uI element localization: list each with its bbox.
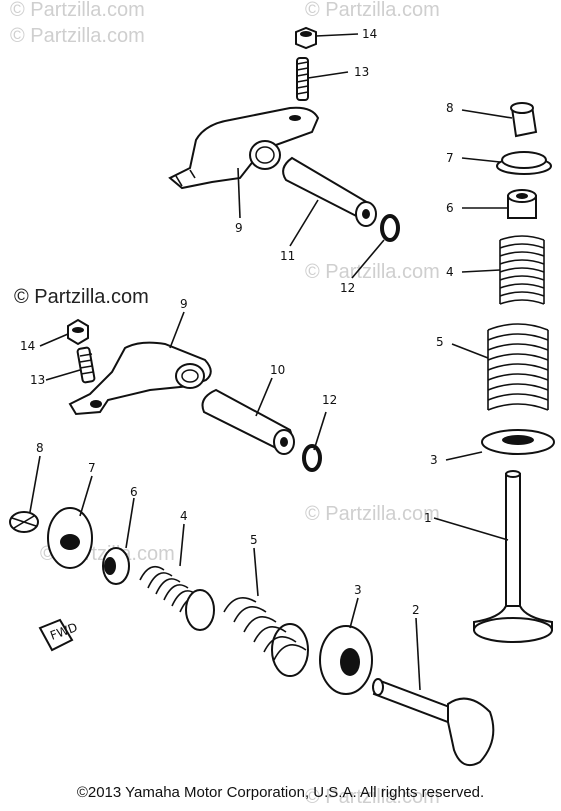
watermark: © Partzilla.com (305, 786, 440, 808)
inner-spring-4-bottom (139, 565, 215, 631)
callout-11: 11 (280, 249, 295, 263)
nut-14-upper (295, 26, 317, 50)
valve-2 (372, 678, 495, 766)
callout-12: 12 (322, 393, 337, 407)
screw-13-lower (76, 346, 96, 384)
valve-cotter-8-bottom (9, 511, 39, 533)
spring-retainer-7-right (496, 151, 552, 175)
rocker-arm-9-upper (168, 106, 320, 190)
watermark: © Partzilla.com (305, 261, 440, 283)
callout-10: 10 (270, 363, 285, 377)
rocker-shaft-11 (282, 156, 377, 227)
callout-1: 1 (424, 511, 432, 525)
callout-12: 12 (340, 281, 355, 295)
screw-13-upper (296, 57, 309, 101)
callout-13: 13 (30, 373, 45, 387)
callout-9: 9 (235, 221, 243, 235)
fwd-arrow-icon: FWD (38, 618, 79, 652)
spring-retainer-7-bottom (47, 507, 93, 569)
copyright-footer: ©2013 Yamaha Motor Corporation, U.S.A. A… (76, 784, 485, 801)
rocker-arm-9-lower (68, 341, 212, 416)
callout-6: 6 (130, 485, 138, 499)
callout-14: 14 (20, 339, 35, 353)
valve-cotter-8-right (510, 102, 538, 138)
valve-1 (473, 470, 553, 643)
callout-13: 13 (354, 65, 369, 79)
callout-8: 8 (36, 441, 44, 455)
spring-seat-6-bottom (102, 547, 130, 585)
callout-7: 7 (446, 151, 454, 165)
callout-8: 8 (446, 101, 454, 115)
o-ring-12-upper (380, 214, 400, 242)
callout-7: 7 (88, 461, 96, 475)
callout-3: 3 (354, 583, 362, 597)
rocker-shaft-10 (201, 388, 295, 455)
callout-4: 4 (446, 265, 454, 279)
watermark: © Partzilla.com (10, 0, 145, 21)
callout-5: 5 (250, 533, 258, 547)
watermark: © Partzilla.com (305, 0, 440, 21)
callout-9: 9 (180, 297, 188, 311)
watermark: © Partzilla.com (305, 503, 440, 525)
watermark-main: © Partzilla.com (14, 286, 149, 308)
watermark: © Partzilla.com (10, 25, 145, 47)
o-ring-12-lower (302, 444, 322, 472)
inner-spring-4-right (499, 235, 545, 305)
outer-spring-5-bottom (223, 596, 309, 677)
outer-spring-5-right (487, 323, 549, 411)
nut-14-lower (67, 318, 89, 346)
spring-seat-3-right (481, 429, 555, 455)
callout-6: 6 (446, 201, 454, 215)
callout-2: 2 (412, 603, 420, 617)
spring-seat-6-right (507, 189, 537, 219)
callout-4: 4 (180, 509, 188, 523)
callout-5: 5 (436, 335, 444, 349)
spring-seat-3-bottom (319, 625, 373, 695)
callout-14: 14 (362, 27, 377, 41)
callout-3: 3 (430, 453, 438, 467)
